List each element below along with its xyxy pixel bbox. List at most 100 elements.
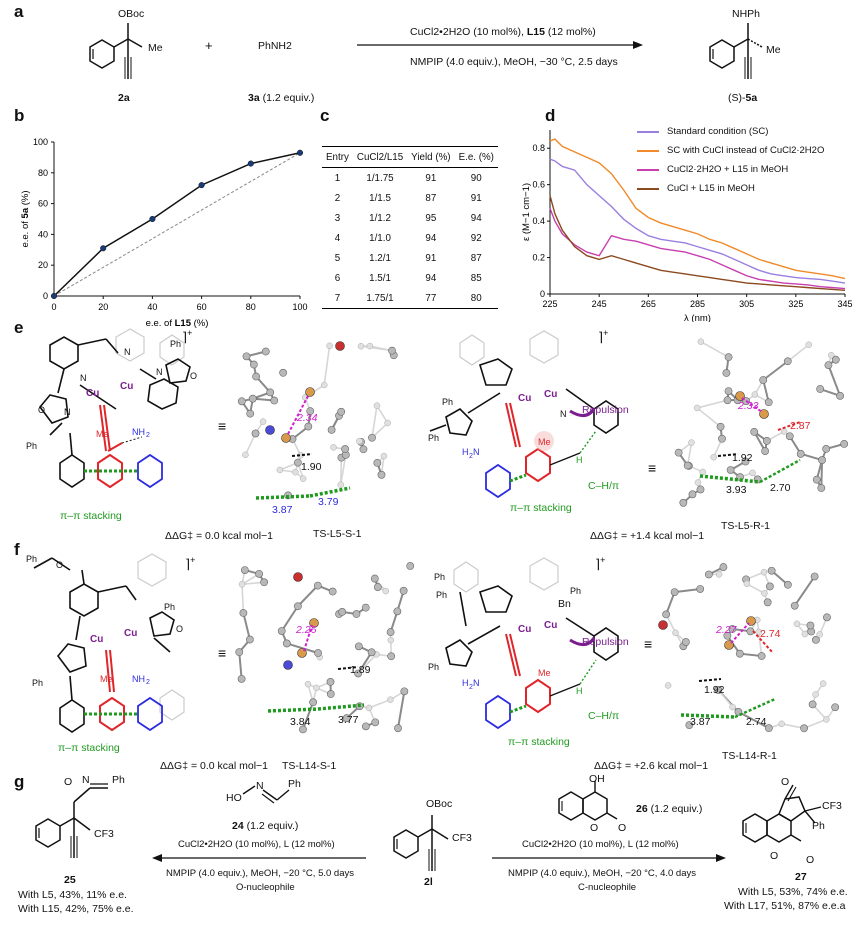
atom bbox=[764, 398, 773, 407]
product-25-structure bbox=[35, 783, 108, 858]
atom-bond bbox=[301, 701, 315, 730]
left-conditions-1: CuCl2•2H2O (10 mol%), L (12 mol%) bbox=[178, 839, 335, 850]
product-27-label: 27 bbox=[795, 871, 807, 883]
oxime-ph: Ph bbox=[112, 774, 125, 786]
y-axis-label-pre: e.e. of bbox=[20, 218, 31, 247]
svg-text:Ph: Ph bbox=[436, 590, 447, 600]
atom bbox=[688, 439, 695, 446]
legend-item: Standard condition (SC) bbox=[637, 126, 768, 137]
atom bbox=[749, 469, 756, 477]
atom bbox=[735, 649, 744, 658]
product-label-prefix: (S)- bbox=[728, 92, 746, 104]
reagent-24-ho: HO bbox=[226, 792, 242, 804]
reaction-arrow bbox=[357, 41, 643, 49]
atom bbox=[242, 451, 249, 459]
svg-text:Ph: Ph bbox=[164, 602, 175, 612]
hbond-contact bbox=[698, 678, 722, 682]
atom bbox=[252, 372, 261, 381]
panel-label-a: a bbox=[14, 2, 24, 21]
table-cell: 87 bbox=[470, 252, 482, 264]
atom bbox=[377, 470, 386, 479]
reagent-26-carbonyl-o: O bbox=[618, 822, 627, 834]
y-tick-label: 0.6 bbox=[532, 180, 545, 190]
product-label: (S)-5a bbox=[728, 92, 757, 104]
atom bbox=[382, 587, 390, 595]
reagent-26-number: 26 bbox=[636, 803, 648, 815]
atom-bond bbox=[665, 591, 676, 615]
legend-label: Standard condition (SC) bbox=[667, 126, 769, 137]
svg-text:Cu: Cu bbox=[90, 634, 103, 645]
svg-text:Ph: Ph bbox=[442, 397, 453, 407]
col-entry: Entry bbox=[326, 151, 349, 163]
ch-pi-label: C–H/π bbox=[588, 480, 620, 492]
product-25-label: 25 bbox=[64, 874, 76, 886]
svg-text:Ph: Ph bbox=[26, 441, 37, 451]
table-cell: 91 bbox=[425, 172, 437, 184]
ts-l5-s-chemdraw: Cu Cu Me NH 2 N N N O N O Ph Ph bbox=[26, 328, 197, 489]
legend-swatch bbox=[637, 187, 659, 190]
atom bbox=[824, 361, 833, 369]
atom bbox=[760, 568, 768, 576]
svg-text:O: O bbox=[38, 405, 45, 415]
table-cell: 90 bbox=[470, 172, 482, 184]
atom bbox=[394, 724, 402, 733]
reagent-26-ring-o: O bbox=[590, 822, 599, 834]
cu-cu-distance-fr: 2.27 bbox=[716, 624, 737, 636]
atom bbox=[371, 718, 380, 727]
x-tick-label: 345 bbox=[837, 299, 852, 309]
atom bbox=[366, 342, 374, 350]
atom bbox=[304, 680, 312, 688]
cu-cu-contact bbox=[730, 622, 750, 644]
atom bbox=[751, 391, 759, 398]
series-line bbox=[549, 208, 846, 290]
reagent-26-oh: OH bbox=[589, 773, 605, 785]
table-cell: 4 bbox=[334, 232, 341, 244]
y-tick-label: 40 bbox=[38, 229, 48, 239]
atom bbox=[823, 613, 831, 622]
table-cell: 94 bbox=[470, 212, 482, 224]
atom bbox=[670, 588, 679, 596]
panel-label-b: b bbox=[14, 106, 25, 125]
plus-sign: + bbox=[205, 38, 213, 53]
amine-label-bold: 3a bbox=[248, 92, 260, 104]
table-cell: 1 bbox=[334, 172, 341, 184]
atom bbox=[793, 620, 801, 628]
charge-bracket-e-left: ⌉+ bbox=[182, 328, 193, 345]
svg-text:Cu: Cu bbox=[120, 381, 133, 392]
atom bbox=[685, 721, 694, 730]
series-line bbox=[549, 138, 846, 280]
reagent-24-equiv: (1.2 equiv.) bbox=[246, 820, 299, 832]
pi-stacking-contact-2 bbox=[317, 703, 365, 711]
atom bbox=[710, 453, 717, 461]
atom-bond bbox=[339, 454, 347, 485]
table-cell: 1.5/1 bbox=[369, 272, 391, 284]
atom bbox=[714, 686, 723, 694]
data-point bbox=[296, 149, 304, 156]
atom bbox=[761, 590, 768, 597]
atom bbox=[828, 351, 835, 359]
atom bbox=[693, 404, 701, 412]
pi-distance-2: 3.79 bbox=[318, 496, 339, 508]
data-point bbox=[100, 245, 107, 252]
pi-distance-r: 3.93 bbox=[726, 484, 747, 496]
hbond-distance: 1.90 bbox=[301, 461, 322, 473]
atom bbox=[785, 432, 794, 441]
svg-text:Ph: Ph bbox=[32, 678, 43, 688]
atom bbox=[357, 342, 365, 350]
product-label-number: 5a bbox=[745, 92, 758, 104]
svg-text:Cu: Cu bbox=[86, 388, 99, 399]
atom-bond bbox=[762, 360, 789, 381]
right-arrow bbox=[492, 854, 726, 862]
atom bbox=[237, 674, 246, 683]
conditions-line-2: NMPIP (4.0 equiv.), MeOH, −30 °C, 2.5 da… bbox=[410, 56, 618, 68]
atom bbox=[240, 566, 249, 575]
atom bbox=[800, 724, 809, 733]
table-cell: 80 bbox=[470, 292, 482, 304]
svg-text:2: 2 bbox=[469, 684, 473, 691]
svg-text:H: H bbox=[462, 678, 469, 688]
charge-bracket-f-left: ⌉+ bbox=[185, 555, 196, 572]
